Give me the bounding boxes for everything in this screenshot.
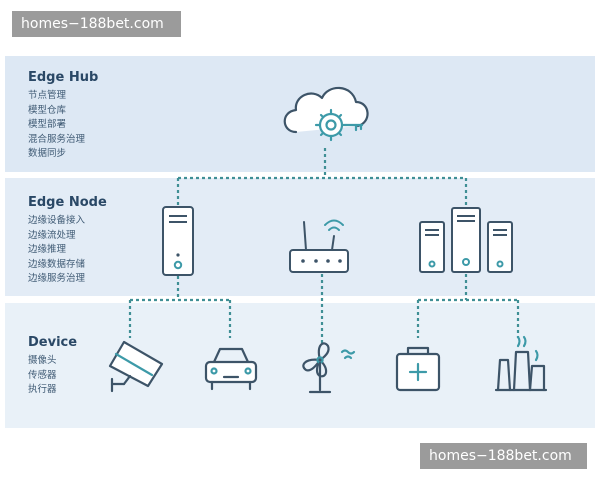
edge-node-feature: 边缘流处理 (28, 229, 76, 241)
medical-kit-icon (395, 346, 441, 392)
device-type: 摄像头 (28, 355, 57, 366)
surveillance-camera-icon (108, 340, 164, 393)
wifi-router-icon (289, 219, 349, 273)
edge-hub-feature-list: 节点管理 模型仓库 模型部署 混合服务治理 数据同步 (28, 89, 85, 162)
device-title: Device (28, 335, 78, 350)
server-cluster-icon (419, 207, 513, 273)
connector-lines (128, 148, 520, 343)
edge-hub-feature: 混合服务治理 (28, 133, 86, 145)
device-type: 传感器 (28, 369, 57, 381)
edge-hub-feature: 数据同步 (28, 148, 67, 159)
factory-icon (494, 335, 548, 392)
edge-node-title: Edge Node (28, 195, 107, 210)
edge-hub-feature: 模型仓库 (28, 104, 67, 116)
edge-hub-feature: 节点管理 (28, 90, 67, 101)
cloud-gear-key-icon (283, 86, 369, 142)
server-tower-icon (162, 206, 194, 276)
edge-hub-feature: 模型部署 (28, 119, 67, 130)
watermark-bottom: homes−188bet.com (420, 443, 587, 469)
edge-node-feature: 边缘设备接入 (28, 215, 86, 226)
edge-node-feature: 边缘服务治理 (28, 273, 86, 284)
edge-hub-title: Edge Hub (28, 70, 99, 85)
edge-node-feature-list: 边缘设备接入 边缘流处理 边缘推理 边缘数据存储 边缘服务治理 (28, 214, 85, 287)
device-type: 执行器 (28, 384, 57, 395)
device-type-list: 摄像头 传感器 执行器 (28, 354, 57, 398)
device-band (5, 303, 595, 428)
edge-node-feature: 边缘推理 (28, 244, 67, 255)
edge-node-feature: 边缘数据存储 (28, 258, 86, 270)
watermark-top: homes−188bet.com (12, 11, 181, 37)
car-icon (204, 347, 258, 391)
fan-icon (302, 342, 356, 394)
